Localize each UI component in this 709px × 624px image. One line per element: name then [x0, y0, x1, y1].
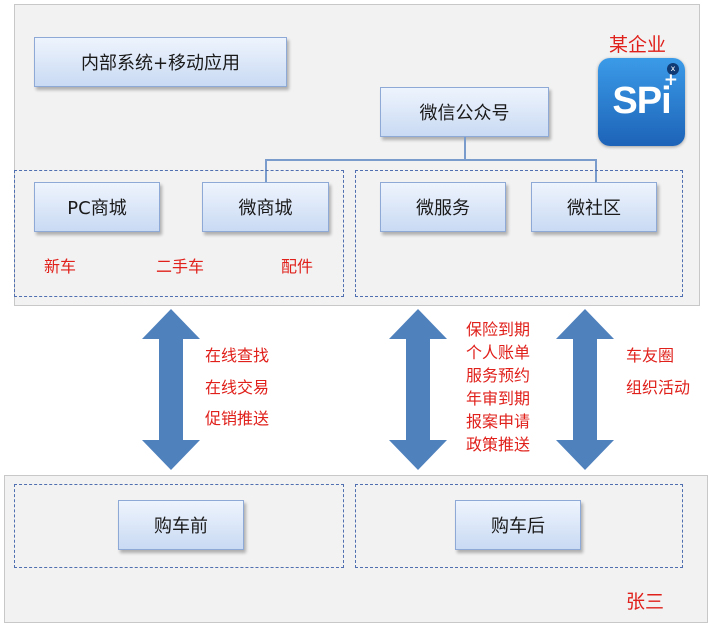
- function-item: 车友圈: [626, 346, 675, 365]
- post-purchase-arrow: [389, 309, 447, 470]
- function-item: 政策推送: [466, 435, 531, 454]
- customer-name: 张三: [626, 591, 665, 613]
- post-purchase-group: [355, 484, 683, 568]
- connector-horizontal: [265, 159, 596, 161]
- internal-system-box: 内部系统+移动应用: [34, 37, 287, 87]
- pre-purchase-functions: 在线查找 在线交易 促销推送: [205, 340, 269, 435]
- function-item: 年审到期: [466, 389, 531, 408]
- wechat-community-box: 微社区: [531, 182, 657, 232]
- wechat-group: [355, 170, 683, 297]
- connector-vertical: [464, 137, 466, 160]
- pre-purchase-group: [14, 484, 344, 568]
- function-item: 促销推送: [205, 409, 270, 428]
- function-item: 组织活动: [626, 377, 691, 397]
- connector-drop-left: [265, 159, 267, 184]
- function-item: 个人账单: [466, 343, 531, 362]
- wechat-service-box: 微服务: [380, 182, 506, 232]
- community-arrow: [556, 309, 614, 470]
- function-item: 保险到期: [466, 320, 531, 339]
- pre-purchase-arrow: [142, 309, 200, 470]
- pre-purchase-box: 购车前: [118, 500, 244, 550]
- spi-app-icon: x + SPi: [598, 58, 685, 146]
- tag-parts: 配件: [281, 257, 314, 276]
- post-purchase-box: 购车后: [455, 500, 581, 550]
- pc-mall-box: PC商城: [34, 182, 160, 232]
- connector-drop-right: [595, 159, 597, 184]
- wechat-mall-box: 微商城: [202, 182, 329, 232]
- post-purchase-functions: 保险到期 个人账单 服务预约 年审到期 报案申请 政策推送: [466, 318, 530, 456]
- tag-used-car: 二手车: [156, 257, 205, 276]
- tag-new-car: 新车: [44, 257, 77, 276]
- logo-plus: +: [663, 70, 678, 90]
- function-item: 在线查找: [205, 346, 270, 365]
- wechat-account-box: 微信公众号: [380, 87, 549, 137]
- logo-text: SPi: [612, 80, 671, 122]
- mall-group: [14, 170, 344, 297]
- close-badge-icon: x: [667, 63, 679, 75]
- function-item: 报案申请: [466, 412, 531, 431]
- function-item: 服务预约: [466, 366, 531, 385]
- community-functions: 车友圈 组织活动: [626, 340, 690, 403]
- enterprise-label: 某企业: [609, 34, 667, 56]
- function-item: 在线交易: [205, 377, 270, 397]
